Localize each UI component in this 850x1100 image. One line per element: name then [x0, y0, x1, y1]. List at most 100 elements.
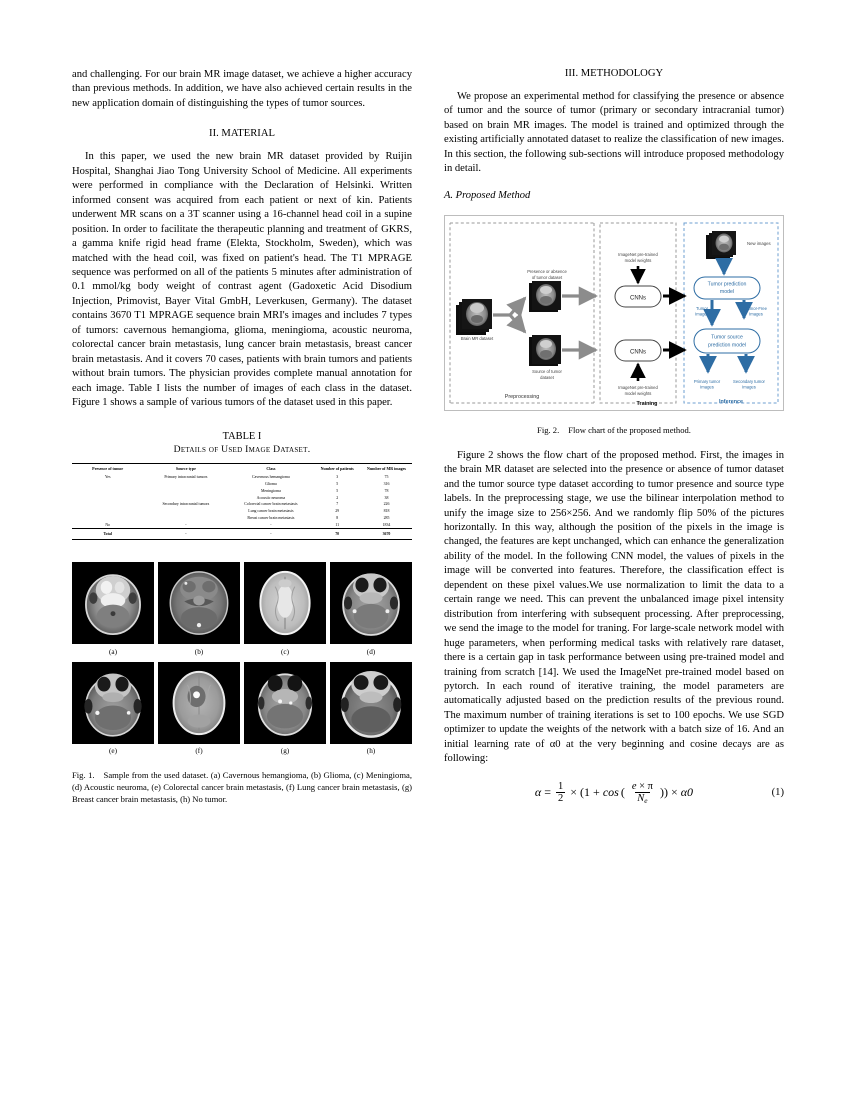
mri-label-a: (a) — [109, 647, 117, 656]
cell-source — [143, 514, 228, 521]
label-tumor-source-line2: prediction model — [708, 342, 746, 348]
new-images-stack — [706, 230, 736, 259]
mri-image-g — [244, 661, 326, 744]
section-heading-methodology: III. METHODOLOGY — [564, 68, 664, 79]
equation-1: α = 1 2 × (1 + cos ( e × π Ne )) × — [444, 781, 784, 805]
mri-panel-f: (f) — [158, 661, 240, 759]
cell-images: 1834 — [382, 522, 391, 527]
mri-panel-g: (g) — [244, 661, 326, 759]
cell-patients: 5 — [336, 488, 339, 493]
cell-total-patients: 70 — [313, 527, 361, 540]
label-tumor-images-line2: Images — [695, 311, 709, 316]
eq-close-paren: )) — [659, 785, 668, 800]
mri-label-h: (h) — [366, 747, 376, 756]
cell-source: Primary intracranial tumors — [164, 475, 208, 480]
cell-presence — [72, 488, 143, 495]
equation-number: (1) — [771, 787, 784, 799]
table-row: Glioma 5 316 — [72, 481, 412, 488]
mri-sample-grid: (a) — [72, 562, 412, 758]
label-secondary-tumor-line2: Images — [742, 384, 756, 389]
cell-patients: 29 — [335, 509, 340, 514]
eq-inner-fraction: e × π Ne — [630, 781, 655, 805]
label-tumor-images-line1: Tumor — [696, 306, 709, 311]
label-tumor-source-line1: Tumor source — [711, 334, 743, 340]
cell-class: Breast cancer brain metastasis — [247, 515, 295, 520]
stage-label-preprocessing: Preprocessing — [505, 394, 539, 400]
label-imagenet-weights-bottom-line1: ImageNet pre-trained — [618, 385, 658, 390]
cell-class: Glioma — [265, 482, 277, 487]
mri-label-e: (e) — [109, 747, 117, 756]
eq-times-inner: × — [639, 780, 646, 792]
cell-source: Secondary intracranial tumors — [162, 502, 210, 507]
figure-1-tag: Fig. 1. — [72, 770, 95, 781]
tumor-prediction-model-box — [693, 276, 761, 300]
mri-image-c — [244, 562, 326, 645]
label-tumor-prediction-line2: model — [720, 289, 734, 295]
mri-image-a — [72, 562, 154, 645]
table-row: Acoustic neuroma 2 38 — [72, 494, 412, 501]
cell-source — [143, 494, 228, 501]
cell-class: Cavernous hemangioma — [252, 475, 290, 480]
table-row: Yes Primary intracranial tumors Cavernou… — [72, 474, 412, 481]
th-images: Number of MR images — [360, 462, 412, 475]
cell-images: 818 — [383, 509, 390, 514]
mri-image-e — [72, 661, 154, 744]
eq-N-sub: e — [644, 795, 648, 805]
table-bottom-rule — [72, 539, 412, 541]
label-imagenet-weights-bottom-line2: model weights — [625, 391, 652, 396]
mri-label-c: (c) — [281, 647, 289, 656]
eq-inner-denominator: Ne — [635, 791, 650, 805]
mri-image-b — [158, 562, 240, 645]
label-source-dataset-line1: Source of tumor — [532, 369, 562, 374]
table-row: Secondary intracranial tumors Colorectal… — [72, 501, 412, 508]
mri-label-f: (f) — [195, 747, 203, 756]
section-heading-material: II. MATERIAL — [209, 128, 275, 140]
table-row: Meningioma 5 78 — [72, 488, 412, 495]
cell-images: 38 — [384, 495, 389, 500]
mri-panel-c: (c) — [244, 562, 326, 659]
eq-equals: = — [544, 785, 552, 800]
cell-source — [143, 481, 228, 488]
cell-patients: 7 — [336, 502, 339, 507]
mri-label-d: (d) — [366, 647, 376, 656]
subsection-heading-proposed-method: A. Proposed Method — [444, 189, 531, 201]
table-title: TABLE I — [222, 430, 262, 442]
eq-inner-numerator: e × π — [630, 781, 655, 792]
cell-patients: 2 — [336, 495, 339, 500]
mri-panel-a: (a) — [72, 562, 154, 659]
label-presence-dataset-line2: of tumor dataset — [532, 275, 563, 280]
cell-presence — [72, 501, 143, 508]
cell-presence — [72, 494, 143, 501]
mri-label-b: (b) — [194, 647, 204, 656]
brain-mr-dataset-stack — [456, 298, 492, 335]
cell-presence — [72, 481, 143, 488]
label-tumor-free-line2: Images — [749, 311, 763, 316]
table-header-row: Presence of tumor Source type Class Numb… — [72, 462, 412, 475]
cell-images: 316 — [383, 482, 390, 487]
eq-e: e — [631, 780, 637, 792]
th-source: Source type — [143, 462, 229, 475]
eq-open-paren: (1 + — [580, 785, 600, 800]
cell-class: Meningioma — [260, 488, 281, 493]
cell-patients: 5 — [336, 482, 339, 487]
eq-half-denominator: 2 — [556, 792, 566, 805]
eq-times-1: × — [570, 785, 578, 800]
table-row: No - - 11 1834 — [72, 521, 412, 528]
cell-source — [143, 508, 228, 515]
stage-divider-preprocessing — [449, 222, 595, 404]
paragraph-flowchart: Figure 2 shows the flow chart of the pro… — [444, 449, 784, 765]
mri-panel-b: (b) — [158, 562, 240, 659]
eq-cos: cos — [602, 785, 619, 800]
stage-divider-training — [599, 222, 677, 404]
cell-patients: 3 — [336, 475, 339, 480]
paragraph-material: In this paper, we used the new brain MR … — [72, 151, 412, 409]
figure-1-caption: Fig. 1.Sample from the used dataset. (a)… — [72, 770, 412, 805]
mri-label-g: (g) — [280, 747, 290, 756]
eq-pi: π — [647, 780, 653, 792]
cnn-box-top — [614, 285, 662, 308]
mri-panel-e: (e) — [72, 661, 154, 759]
eq-alpha-zero: α0 — [680, 785, 694, 800]
mri-panel-d: (d) — [330, 562, 412, 659]
label-cnns-top: CNNs — [630, 295, 646, 301]
